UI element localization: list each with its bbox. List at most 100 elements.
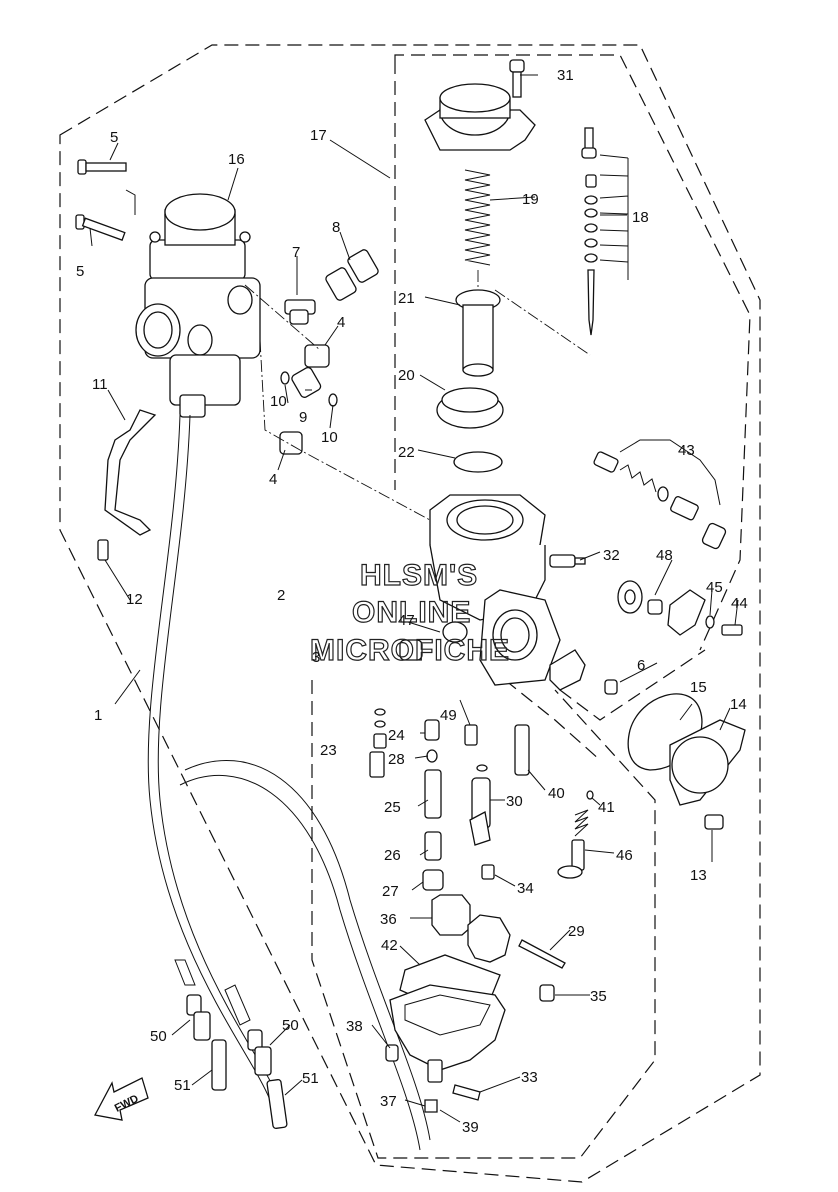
o-ring-10a [280, 371, 290, 385]
callout-21: 21 [398, 290, 415, 307]
hose-51-right [266, 1078, 288, 1130]
callout-5b: 5 [76, 263, 84, 280]
hose-51-left [211, 1039, 227, 1091]
callout-45: 45 [706, 579, 723, 596]
screw-44 [721, 624, 743, 636]
drain-hose [147, 414, 271, 1101]
throttle-bracket [104, 409, 157, 536]
callout-6: 6 [637, 657, 645, 674]
callout-36: 36 [380, 911, 397, 928]
callout-51a: 51 [174, 1077, 191, 1094]
screw-40 [514, 724, 530, 776]
lever-47 [549, 649, 586, 691]
callout-20: 20 [398, 367, 415, 384]
bolt-5-lower [75, 214, 126, 241]
main-jet-26 [424, 831, 442, 861]
screw-38 [385, 1044, 399, 1062]
callout-14: 14 [730, 696, 747, 713]
callout-13: 13 [690, 867, 707, 884]
needle-jet-25 [424, 769, 442, 819]
forward-arrow: FWD [94, 1077, 149, 1121]
o-ring-41 [586, 790, 594, 800]
callout-29: 29 [568, 923, 585, 940]
pilot-screw-23 [369, 708, 387, 778]
callout-44: 44 [731, 595, 748, 612]
callout-35: 35 [590, 988, 607, 1005]
needle-set-18 [581, 127, 598, 336]
spring-46 [557, 809, 589, 879]
callout-47: 47 [398, 612, 415, 629]
callout-9: 9 [299, 409, 307, 426]
inner-boundary-bottom [311, 680, 656, 1159]
screw-32 [549, 554, 586, 568]
watermark: HLSM'S ONLINE MICROFICHE [309, 558, 510, 667]
watermark-line-3: MICROFICHE [310, 634, 510, 667]
fitting-50-left [186, 994, 211, 1041]
clamp-37 [424, 1099, 438, 1113]
callout-28: 28 [388, 751, 405, 768]
callout-23: 23 [320, 742, 337, 759]
callout-27: 27 [382, 883, 399, 900]
callout-50a: 50 [150, 1028, 167, 1045]
diaphragm-20 [436, 387, 504, 429]
sub-boundary [559, 649, 706, 721]
sub-boundary-2 [504, 679, 601, 761]
holder-27 [422, 869, 444, 891]
collar-4-upper [304, 344, 330, 368]
callout-30: 30 [506, 793, 523, 810]
screw-34 [481, 864, 495, 880]
screw-13 [704, 814, 724, 830]
needle-valve-30 [469, 764, 491, 846]
screw-35 [539, 984, 555, 1002]
callout-2: 2 [277, 587, 285, 604]
outer-boundary [59, 44, 761, 1183]
callout-31: 31 [557, 67, 574, 84]
callout-18: 18 [632, 209, 649, 226]
carburetor-body-main [399, 494, 561, 686]
starter-plunger-43 [593, 451, 727, 550]
callout-37: 37 [380, 1093, 397, 1110]
callout-5a: 5 [110, 129, 118, 146]
callout-3: 3 [312, 649, 320, 666]
callout-4a: 4 [337, 314, 345, 331]
callout-34: 34 [517, 880, 534, 897]
piston-valve-21 [455, 289, 501, 377]
callout-40: 40 [548, 785, 565, 802]
callout-41: 41 [598, 799, 615, 816]
jet-24 [424, 719, 440, 741]
choke-set-48 [617, 580, 706, 636]
callout-15: 15 [690, 679, 707, 696]
callout-22: 22 [398, 444, 415, 461]
callout-50b: 50 [282, 1017, 299, 1034]
screw-12 [97, 539, 109, 561]
callout-39: 39 [462, 1119, 479, 1136]
callout-48: 48 [656, 547, 673, 564]
callout-25: 25 [384, 799, 401, 816]
top-cover [424, 83, 536, 151]
carburetor-assembly-left [135, 193, 261, 418]
callout-49: 49 [440, 707, 457, 724]
callout-42: 42 [381, 937, 398, 954]
fitting-7 [284, 299, 316, 325]
watermark-line-1: HLSM'S [360, 559, 478, 592]
callout-38: 38 [346, 1018, 363, 1035]
fitting-50-right [247, 1029, 272, 1076]
washer-45 [705, 615, 715, 629]
screw-6 [604, 679, 618, 695]
o-ring-10b [328, 393, 338, 407]
joint-9 [291, 366, 322, 398]
bolt-5-upper [77, 159, 127, 175]
callout-17: 17 [310, 127, 327, 144]
callout-43: 43 [678, 442, 695, 459]
screw-49 [464, 724, 478, 746]
callout-7: 7 [292, 244, 300, 261]
hose-8 [325, 249, 379, 301]
collar-4-lower [279, 431, 303, 455]
callout-46: 46 [616, 847, 633, 864]
callout-4b: 4 [269, 471, 277, 488]
callout-26: 26 [384, 847, 401, 864]
callout-33: 33 [521, 1069, 538, 1086]
o-ring-22 [453, 451, 503, 473]
callout-labels: 1 2 3 4 4 5 5 6 7 8 9 10 10 11 12 13 14 … [76, 67, 748, 1136]
